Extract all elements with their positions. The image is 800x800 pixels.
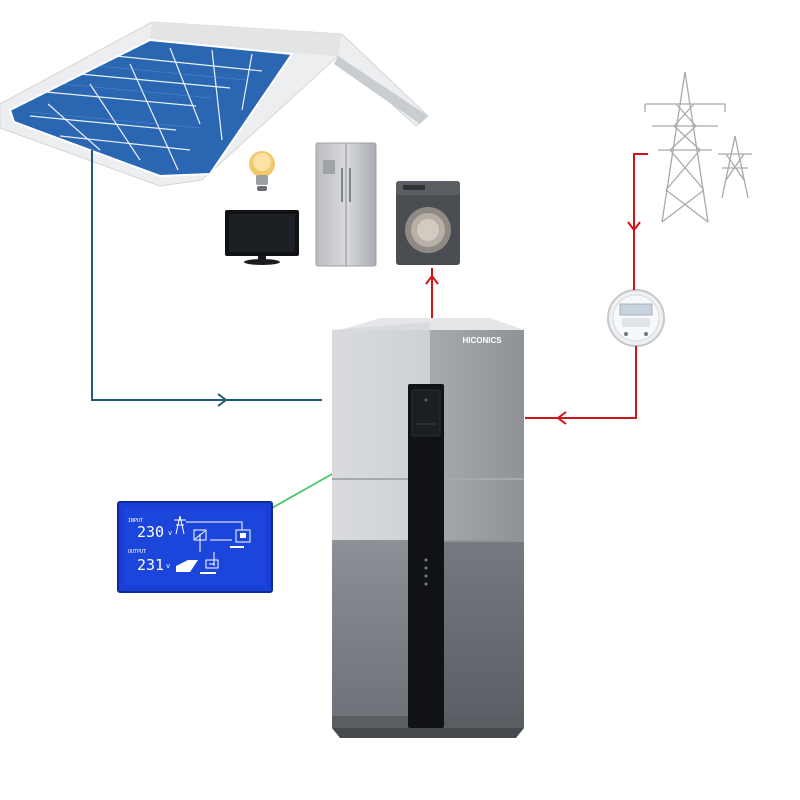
lcd-output-label: OUTPUT — [128, 549, 146, 555]
battery-inverter-cabinet — [332, 318, 524, 738]
lcd-display-panel: INPUT 230 v OUTPUT 231 v — [117, 501, 273, 593]
grid-power-line — [525, 153, 648, 425]
lcd-battery-icon — [205, 559, 219, 569]
lcd-solar-icon — [176, 560, 198, 572]
solar-roof-icon — [0, 21, 429, 187]
lcd-input-label: INPUT — [128, 518, 143, 524]
lcd-input-unit: v — [168, 529, 172, 537]
lcd-inverter-icon — [193, 529, 207, 541]
lcd-output-value: 231 — [137, 556, 164, 574]
lcd-flow-lines — [186, 521, 243, 566]
television-icon — [225, 210, 299, 265]
electric-meter-icon — [607, 289, 665, 347]
refrigerator-icon — [315, 142, 377, 267]
lcd-tower-icon — [174, 515, 186, 535]
brand-logo: HICONICS — [462, 336, 502, 345]
lcd-small-labels — [200, 546, 244, 574]
washing-machine-icon — [396, 181, 460, 265]
lcd-output-unit: v — [166, 562, 170, 570]
load-supply-line — [425, 268, 439, 320]
power-pylon-icon — [644, 71, 752, 223]
light-bulb-icon — [249, 151, 275, 191]
solar-power-line — [91, 150, 322, 407]
lcd-house-icon — [235, 529, 251, 543]
lcd-input-value: 230 — [137, 523, 164, 541]
